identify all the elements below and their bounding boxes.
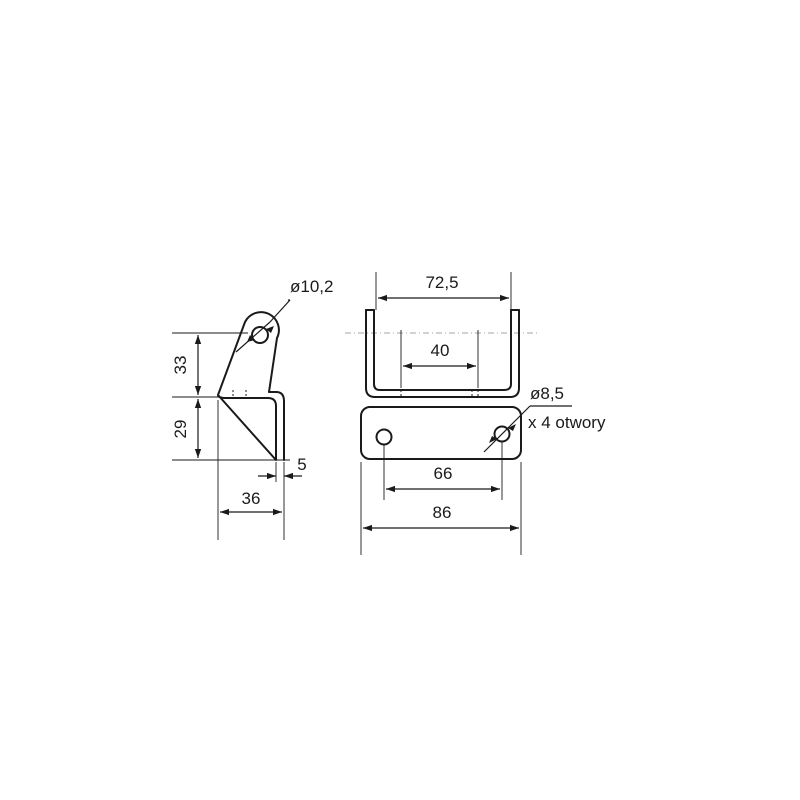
base-hole-left	[375, 428, 393, 446]
base-hole-count-note: x 4 otwory	[528, 413, 606, 432]
base-hole-arrow	[489, 436, 497, 443]
dimension-33-label: 33	[171, 356, 190, 375]
hole-arrow	[266, 326, 274, 333]
dimension-36-label: 36	[242, 489, 261, 508]
dimension-29-label: 29	[171, 420, 190, 439]
dimension-40-label: 40	[431, 341, 450, 360]
base-hole-leader	[509, 405, 531, 427]
hole-leader	[269, 299, 291, 323]
dimension-66-label: 66	[434, 464, 453, 483]
front-view-u-inner	[373, 309, 512, 391]
dimension-72-5-label: 72,5	[425, 273, 458, 292]
front-view-u-outer	[365, 309, 520, 398]
side-view: 33 29 36 5 ø10,2	[171, 277, 333, 540]
front-view: 72,5 40 66 86 ø8,5 x 4 otwory	[345, 272, 606, 555]
side-hole-diameter-label: ø10,2	[290, 277, 333, 296]
side-view-hole	[251, 326, 269, 344]
hole-arrow	[247, 335, 255, 342]
front-view-base-plate	[360, 406, 522, 460]
base-hole-arrow	[508, 424, 516, 431]
hole-leader	[235, 321, 271, 353]
side-view-outline	[217, 311, 285, 461]
base-hole-diameter-label: ø8,5	[530, 384, 564, 403]
dimension-86-label: 86	[433, 503, 452, 522]
dimension-5-label: 5	[297, 455, 306, 474]
base-hole-right	[493, 425, 511, 443]
